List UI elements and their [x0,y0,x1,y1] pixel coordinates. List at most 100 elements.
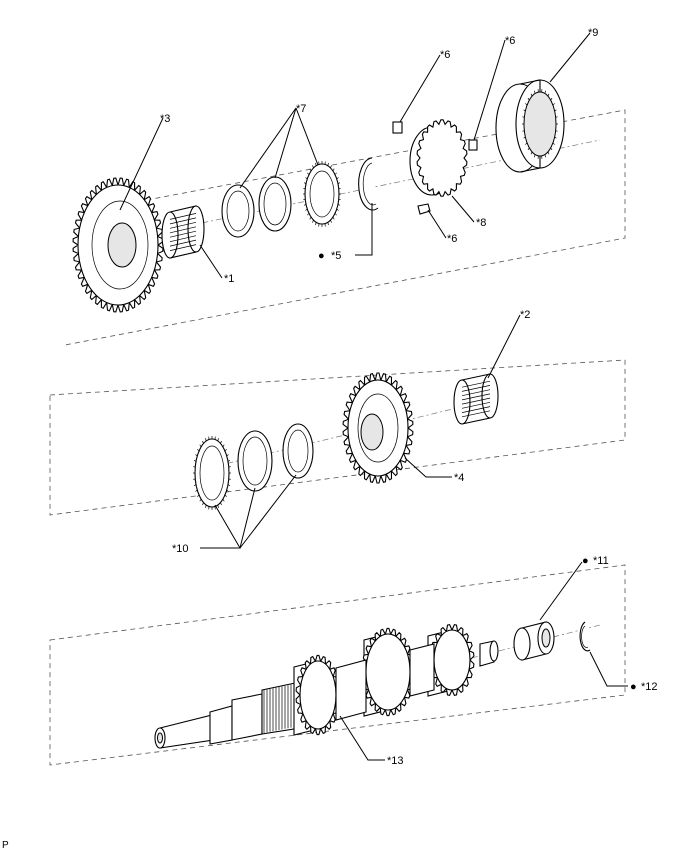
callout-3: *3 [160,113,170,125]
gear-teeth [416,119,468,197]
ring-tooth [193,466,196,468]
ring-tooth [193,484,197,487]
ring-tooth [193,459,197,462]
ring-tooth [327,222,329,226]
bearing-needle [169,221,197,229]
bearing-needle [169,217,197,225]
ring-tooth [226,489,229,492]
ring-tooth [527,97,530,101]
ring-tooth [338,198,341,201]
ring-tooth [552,103,555,106]
ring-tooth [309,216,312,220]
ring-tooth [307,213,310,216]
ring-tooth [195,454,198,457]
ring-tooth [547,151,550,155]
ring-tooth [555,116,558,118]
ring-tooth [337,203,341,206]
ring-tooth [523,136,526,139]
ring-tooth [525,103,528,106]
ring-tooth [534,90,536,94]
ring-tooth [554,136,557,139]
ring-tooth [522,130,525,132]
bearing-needle [461,380,491,388]
bearing-needle [169,235,197,243]
bearing-needle [169,230,197,238]
ring-tooth [199,498,202,502]
ring-tooth [199,444,202,448]
bullet-12: ● [630,681,637,693]
bearing-needle [461,406,491,413]
ring-tooth [217,504,219,508]
ring-tooth [227,459,231,462]
synchro-rings-7 [221,161,341,238]
bearing-needle [461,401,491,409]
ring-tooth [534,154,536,158]
ring-tooth [303,187,306,190]
ring-tooth [337,182,341,185]
ring-tooth [228,478,231,480]
ring-tooth [334,213,337,216]
callout-5: *5 [331,250,341,262]
input-shaft-13 [154,623,499,749]
ring-tooth [525,142,528,145]
gear-3 [72,177,164,313]
ring-tooth [544,154,546,158]
ring-tooth [217,438,219,442]
ring-tooth [224,494,227,498]
ring-tooth [522,116,525,118]
snap-ring-12 [579,621,591,652]
ring-tooth [197,494,200,498]
frame-top [64,109,626,346]
bearing-needle [461,389,491,397]
snap-ring-5 [358,157,379,211]
ring-tooth [523,109,526,112]
ring-tooth [303,203,307,206]
shifting-keys-6 [392,121,478,215]
ring-tooth [205,504,207,508]
group-top [64,79,626,346]
bearing-needle [461,397,491,405]
ring-tooth [334,172,337,175]
shaft-gear [293,654,341,736]
ring-tooth [307,172,310,175]
ring-tooth [222,498,225,502]
ring-tooth [552,142,555,145]
shaft-gear [427,623,475,697]
ring-tooth [550,97,553,101]
callout-2: *2 [520,309,530,321]
ring-tooth [312,219,314,223]
bearing-needle [461,393,491,401]
callout-11: *11 [593,555,609,567]
callout-12: *12 [641,681,658,693]
bearing-needle [169,213,197,220]
ring-tooth [312,165,314,169]
callout-6b: *6 [505,35,515,47]
ring-tooth [332,216,335,220]
ring-tooth [197,448,200,452]
callout-4: *4 [454,472,464,484]
ring-tooth [547,93,550,97]
ring-tooth [554,109,557,112]
ring-tooth [330,165,332,169]
frame-middle [49,359,626,516]
bearing-needle [169,244,197,251]
callout-6a: *6 [440,49,450,61]
bearing-needle [461,410,491,418]
ring-tooth [315,222,317,226]
ring-tooth [202,502,204,506]
ring-tooth [330,219,332,223]
needle-bearing-1 [161,205,205,259]
ring-tooth [227,484,231,487]
ring-tooth [226,454,229,457]
ring-tooth [332,168,335,172]
callouts: *3 *1 *7 ● *5 *6 *6 *6 *8 *9 *2 *4 *10 ●… [160,27,658,767]
bearing-needle [169,226,197,234]
ring-tooth [530,93,533,97]
ring-tooth [228,466,231,468]
bullet-5: ● [318,250,325,262]
hub-8 [409,119,468,197]
ring-tooth [336,177,339,180]
ring-tooth [530,151,533,155]
ring-tooth [305,208,308,211]
